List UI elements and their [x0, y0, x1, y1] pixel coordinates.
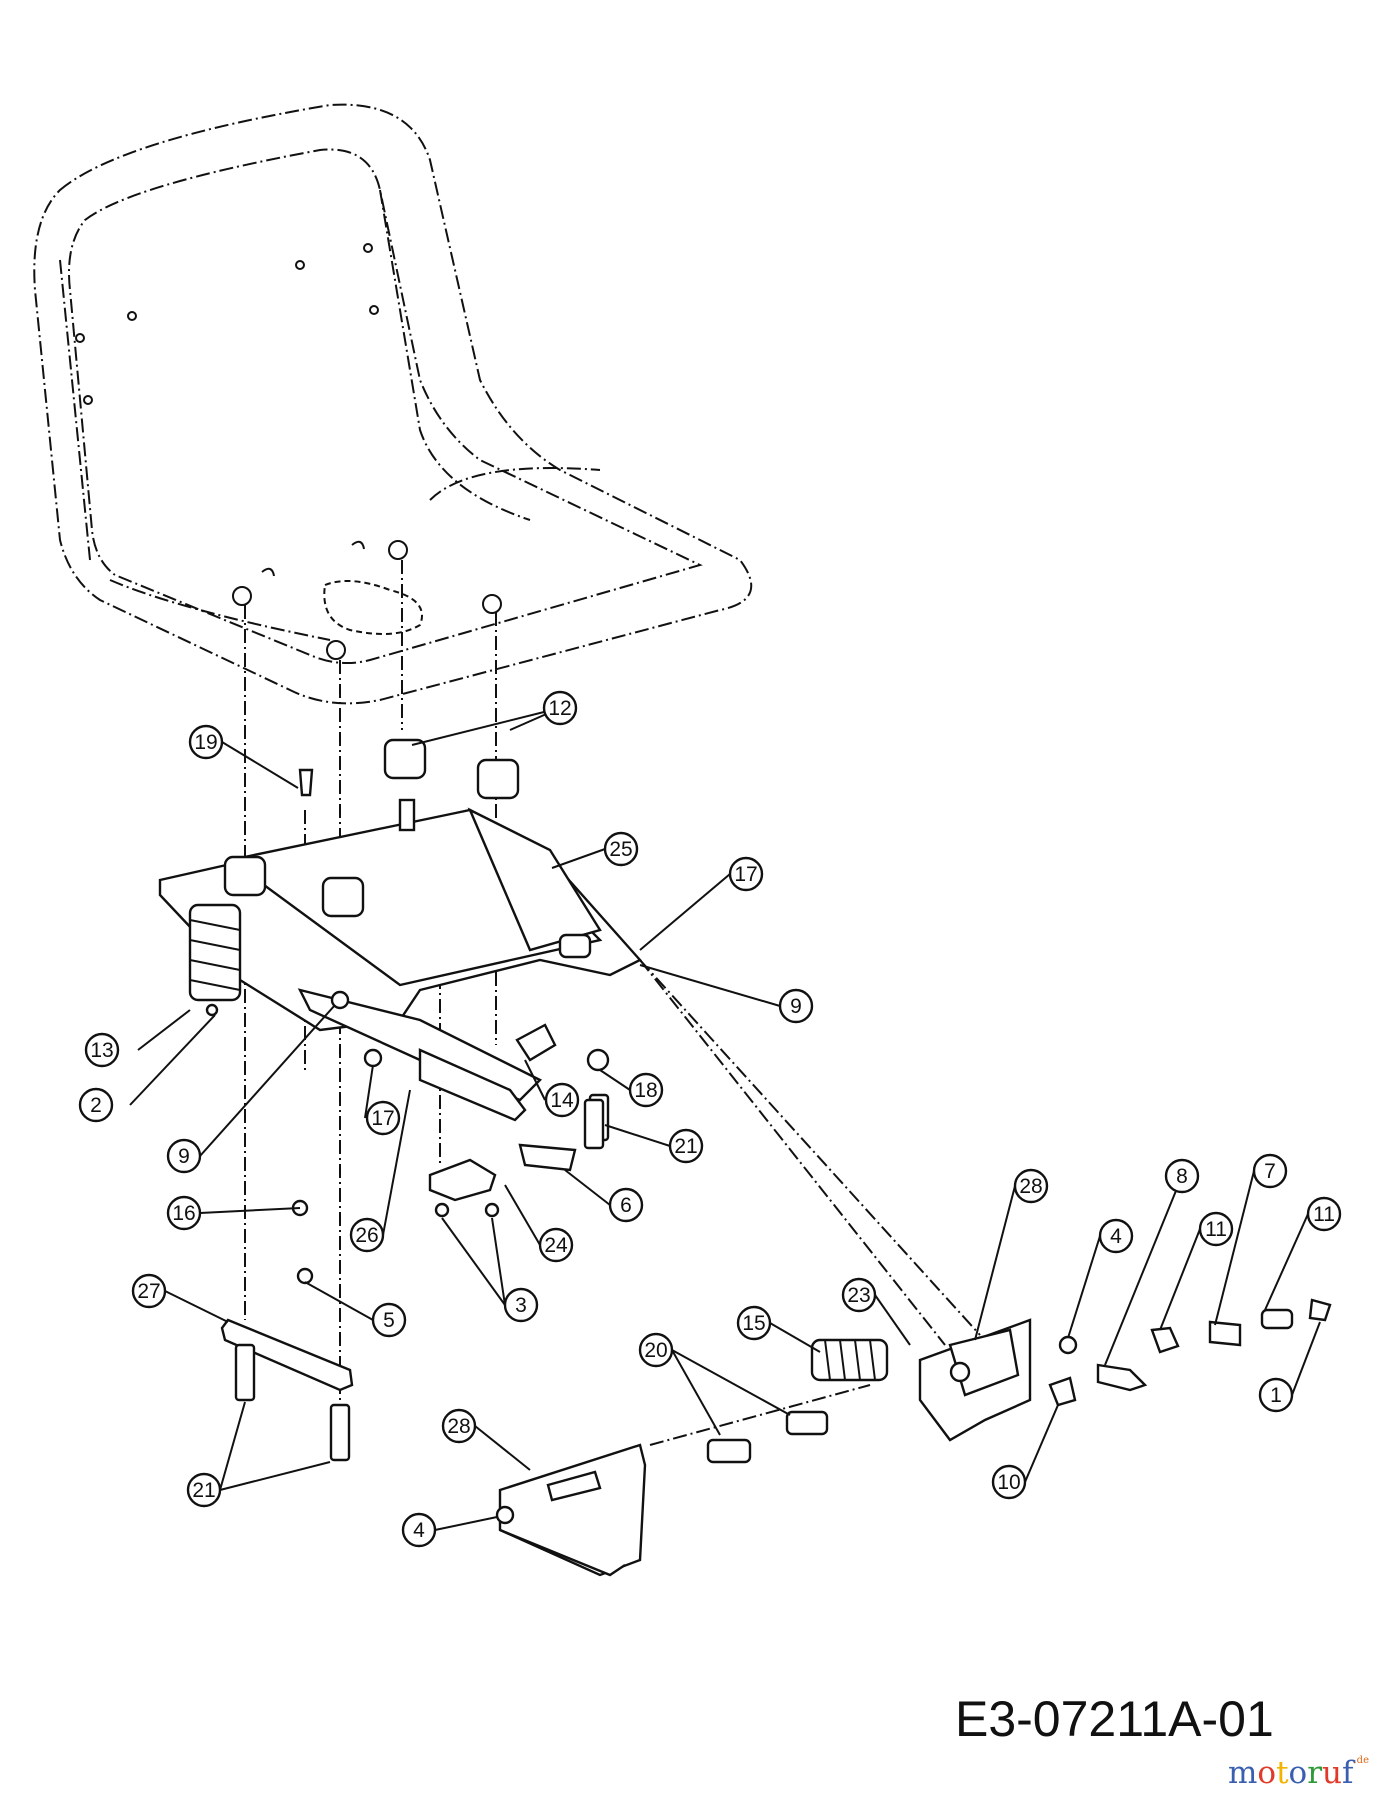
callout-label: 20 — [644, 1339, 667, 1362]
callout-label: 27 — [137, 1280, 160, 1303]
callout-label: 7 — [1264, 1160, 1276, 1183]
callout-c13: 13 — [84, 1032, 120, 1068]
callout-label: 15 — [742, 1312, 765, 1335]
callout-c5: 5 — [371, 1302, 407, 1338]
callout-c25: 25 — [603, 831, 639, 867]
callout-label: 28 — [447, 1415, 470, 1438]
callout-c28b: 28 — [441, 1408, 477, 1444]
callout-label: 21 — [192, 1479, 215, 1502]
callout-c20: 20 — [638, 1332, 674, 1368]
callout-label: 2 — [90, 1094, 102, 1117]
brand-letter: m — [1228, 1755, 1258, 1791]
callout-label: 6 — [620, 1194, 632, 1217]
callout-label: 21 — [674, 1135, 697, 1158]
callout-label: 25 — [609, 838, 632, 861]
callout-c11b: 11 — [1306, 1196, 1342, 1232]
callout-c15: 15 — [736, 1305, 772, 1341]
callout-c9b: 9 — [166, 1138, 202, 1174]
callout-label: 4 — [413, 1519, 425, 1542]
callout-leaders — [129, 707, 1321, 1531]
callout-label: 24 — [544, 1234, 568, 1257]
callout-c2: 2 — [78, 1087, 114, 1123]
callout-label: 12 — [548, 697, 571, 720]
callout-label: 9 — [790, 995, 802, 1018]
callout-c4a: 4 — [1098, 1218, 1134, 1254]
callout-c24: 24 — [538, 1227, 574, 1263]
callout-c19: 19 — [188, 724, 224, 760]
callout-c4b: 4 — [401, 1512, 437, 1548]
callout-label: 17 — [371, 1107, 394, 1130]
callout-c14: 14 — [544, 1082, 580, 1118]
callout-label: 11 — [1205, 1218, 1227, 1241]
brand-suffix: .de — [1353, 1755, 1370, 1766]
brand-letter: r — [1307, 1755, 1323, 1791]
callout-label: 10 — [997, 1471, 1020, 1494]
callout-label: 1 — [1270, 1384, 1282, 1407]
callout-label: 17 — [734, 863, 757, 886]
callout-c11a: 11 — [1198, 1211, 1234, 1247]
callout-c12: 12 — [542, 690, 578, 726]
callout-label: 23 — [847, 1284, 870, 1307]
seat-spring — [188, 903, 242, 1017]
brand-letter: o — [1257, 1755, 1277, 1791]
callout-c21b: 21 — [186, 1472, 222, 1508]
callout-label: 19 — [194, 731, 217, 754]
callout-label: 3 — [515, 1294, 527, 1317]
callout-c10: 10 — [991, 1464, 1027, 1500]
callout-c26: 26 — [349, 1217, 385, 1253]
brand-letter: f — [1342, 1755, 1354, 1791]
callout-label: 16 — [172, 1202, 195, 1225]
callout-c17a: 17 — [728, 856, 764, 892]
seat-outline — [33, 103, 753, 705]
rubber-buffers — [223, 738, 520, 918]
callout-c3: 3 — [503, 1287, 539, 1323]
callout-c1: 1 — [1258, 1377, 1294, 1413]
callout-label: 14 — [550, 1089, 574, 1112]
diagram-reference-code: E3-07211A-01 — [955, 1691, 1274, 1747]
callout-c28a: 28 — [1013, 1168, 1049, 1204]
callout-c27: 27 — [131, 1273, 167, 1309]
callout-c17b: 17 — [365, 1100, 401, 1136]
callout-label: 26 — [355, 1224, 378, 1247]
callout-c9a: 9 — [778, 988, 814, 1024]
brand-logo: motoruf.de — [1228, 1755, 1369, 1791]
brand-letter: t — [1276, 1755, 1289, 1791]
callout-c8: 8 — [1164, 1158, 1200, 1194]
callout-label: 4 — [1110, 1225, 1122, 1248]
callout-label: 9 — [178, 1145, 190, 1168]
callout-c23: 23 — [841, 1277, 877, 1313]
callout-label: 11 — [1313, 1203, 1335, 1226]
callout-label: 8 — [1176, 1165, 1188, 1188]
callout-c21a: 21 — [668, 1128, 704, 1164]
callout-label: 18 — [634, 1079, 657, 1102]
callout-c6: 6 — [608, 1187, 644, 1223]
mounting-axis-lines — [244, 560, 981, 1446]
brand-letter: u — [1322, 1755, 1343, 1791]
callout-c18: 18 — [628, 1072, 664, 1108]
seat-bracket-left — [495, 1438, 752, 1577]
seat-frame-assembly — [158, 738, 642, 1462]
callout-label: 28 — [1019, 1175, 1042, 1198]
callout-label: 5 — [383, 1309, 395, 1332]
seat-bracket-right — [785, 1298, 1332, 1442]
callout-label: 13 — [90, 1039, 113, 1062]
brand-letter: o — [1288, 1755, 1308, 1791]
callout-c16: 16 — [166, 1195, 202, 1231]
callout-c7: 7 — [1252, 1153, 1288, 1189]
